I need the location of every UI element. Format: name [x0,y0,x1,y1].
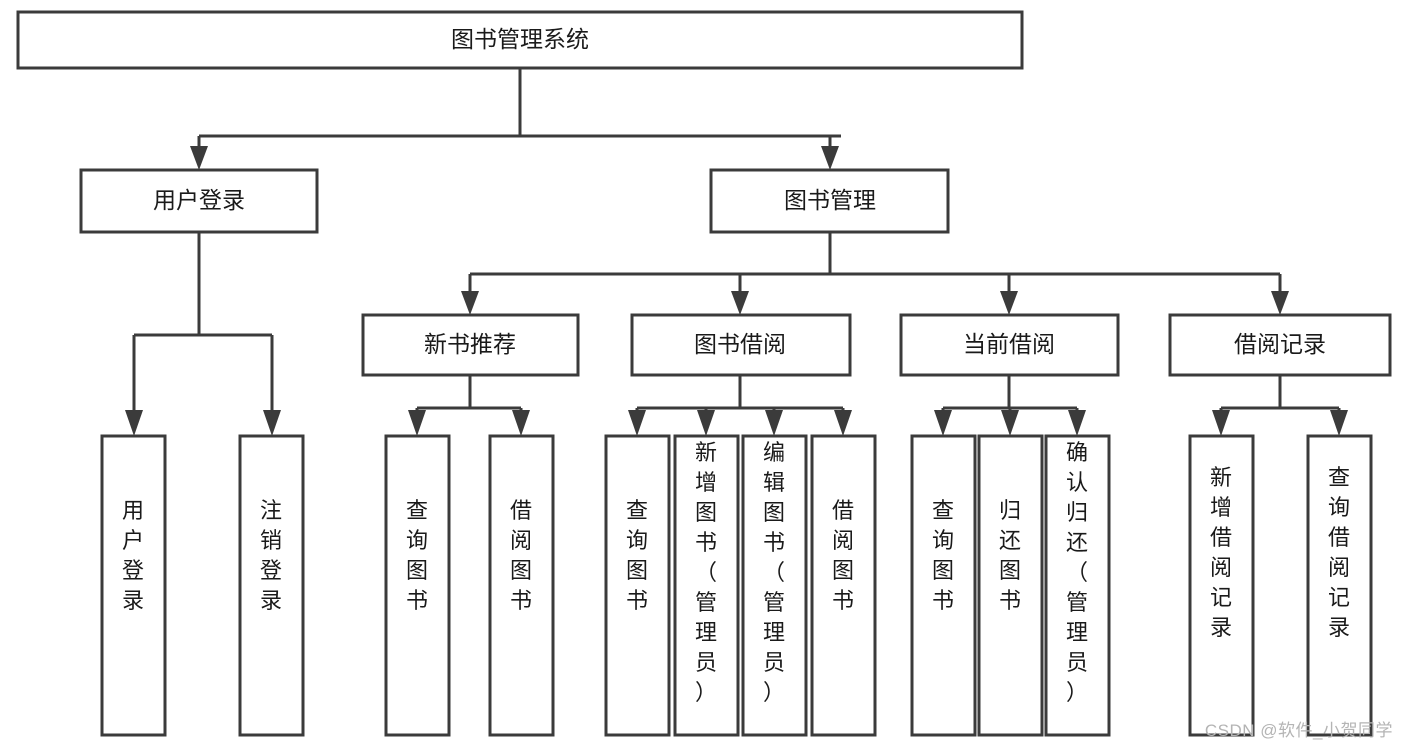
csdn-watermark: CSDN @软件_小贺同学 [1204,721,1393,740]
node-user-login-box [79,168,319,234]
arrow-book-mgmt-to-current-icon [1000,291,1018,315]
node-leaf-query-book-rec[interactable]: 查询图书 [384,434,451,737]
node-leaf-add-book[interactable]: 新增图书（管理员） [673,434,740,737]
node-leaf-edit-book-label: 编辑图书（管理员） [763,440,785,705]
node-leaf-query-book-borrow-label: 查询图书 [626,498,648,613]
arrow-current-leaf-3-icon [1068,410,1086,436]
node-leaf-add-book-box [673,434,740,737]
node-leaf-borrow-book-box [810,434,877,737]
node-leaf-query-book-borrow-box [604,434,671,737]
connector-group-borrow-children [628,375,852,436]
arrow-book-mgmt-to-record-icon [1271,291,1289,315]
node-root-system-label: 图书管理系统 [451,26,589,52]
node-book-management-label: 图书管理 [784,187,876,213]
node-book-management[interactable]: 图书管理 [709,168,950,234]
arrow-root-to-book-mgmt-icon [821,146,839,170]
node-leaf-user-login-box [100,434,167,737]
node-leaf-logout-label: 注销登录 [260,498,282,613]
node-book-borrow-box [630,313,852,377]
node-leaf-query-borrow-record-box [1306,434,1373,737]
node-leaf-edit-book-box [741,434,808,737]
arrow-root-to-user-login-icon [190,146,208,170]
arrow-user-login-leaf-2-icon [263,410,281,436]
node-leaf-add-borrow-record[interactable]: 新增借阅记录 [1188,434,1255,737]
connector-group-root-to-level2 [190,68,841,170]
node-leaf-user-login[interactable]: 用户登录 [100,434,167,737]
arrow-record-leaf-2-icon [1330,410,1348,436]
arrow-new-book-leaf-1-icon [408,410,426,436]
connector-group-user-login-children [125,232,281,436]
node-leaf-query-book-current-box [910,434,977,737]
node-leaf-return-book[interactable]: 归还图书 [977,434,1044,737]
node-root-system-box [16,10,1024,70]
arrow-book-mgmt-to-borrow-icon [731,291,749,315]
node-leaf-logout[interactable]: 注销登录 [238,434,305,737]
node-leaf-borrow-book-label: 借阅图书 [832,498,854,613]
node-new-book-recommend[interactable]: 新书推荐 [361,313,580,377]
node-leaf-borrow-book[interactable]: 借阅图书 [810,434,877,737]
node-leaf-query-book-current-label: 查询图书 [932,498,954,613]
node-borrow-record[interactable]: 借阅记录 [1168,313,1392,377]
node-borrow-record-label: 借阅记录 [1234,331,1326,357]
node-leaf-query-book-rec-box [384,434,451,737]
connector-group-record-children [1212,375,1348,436]
node-leaf-query-book-current[interactable]: 查询图书 [910,434,977,737]
node-current-borrow[interactable]: 当前借阅 [899,313,1120,377]
node-leaf-confirm-return[interactable]: 确认归还（管理员） [1044,434,1111,737]
node-leaf-logout-box [238,434,305,737]
node-leaf-user-login-label: 用户登录 [122,498,144,613]
node-leaf-return-book-box [977,434,1044,737]
node-leaf-return-book-label: 归还图书 [999,498,1021,613]
node-user-login[interactable]: 用户登录 [79,168,319,234]
node-leaf-query-borrow-record[interactable]: 查询借阅记录 [1306,434,1373,737]
arrow-new-book-leaf-2-icon [512,410,530,436]
node-leaf-add-book-label: 新增图书（管理员） [695,440,717,705]
connector-group-book-mgmt-children [461,232,1289,315]
node-leaf-query-borrow-record-label: 查询借阅记录 [1328,465,1350,640]
node-leaf-confirm-return-label: 确认归还（管理员） [1066,440,1088,705]
node-user-login-label: 用户登录 [153,187,245,213]
node-leaf-borrow-book-rec[interactable]: 借阅图书 [488,434,555,737]
arrow-borrow-leaf-2-icon [697,410,715,436]
node-borrow-record-box [1168,313,1392,377]
arrow-borrow-leaf-1-icon [628,410,646,436]
node-leaf-edit-book[interactable]: 编辑图书（管理员） [741,434,808,737]
node-leaf-borrow-book-rec-box [488,434,555,737]
node-leaf-borrow-book-rec-label: 借阅图书 [510,498,532,613]
arrow-current-leaf-2-icon [1001,410,1019,436]
node-book-borrow[interactable]: 图书借阅 [630,313,852,377]
arrow-user-login-leaf-1-icon [125,410,143,436]
node-book-borrow-label: 图书借阅 [694,331,786,357]
connector-group-current-children [934,375,1086,436]
node-new-book-recommend-label: 新书推荐 [424,331,516,357]
arrow-record-leaf-1-icon [1212,410,1230,436]
arrow-current-leaf-1-icon [934,410,952,436]
node-current-borrow-label: 当前借阅 [963,331,1055,357]
node-leaf-add-borrow-record-box [1188,434,1255,737]
arrow-book-mgmt-to-new-book-icon [461,291,479,315]
arrow-borrow-leaf-3-icon [765,410,783,436]
node-leaf-add-borrow-record-label: 新增借阅记录 [1210,465,1232,640]
node-leaf-query-book-borrow[interactable]: 查询图书 [604,434,671,737]
node-current-borrow-box [899,313,1120,377]
node-book-management-box [709,168,950,234]
connector-group-new-book-children [408,375,530,436]
node-leaf-confirm-return-box [1044,434,1111,737]
arrow-borrow-leaf-4-icon [834,410,852,436]
node-root-system[interactable]: 图书管理系统 [16,10,1024,70]
node-leaf-query-book-rec-label: 查询图书 [406,498,428,613]
node-new-book-recommend-box [361,313,580,377]
